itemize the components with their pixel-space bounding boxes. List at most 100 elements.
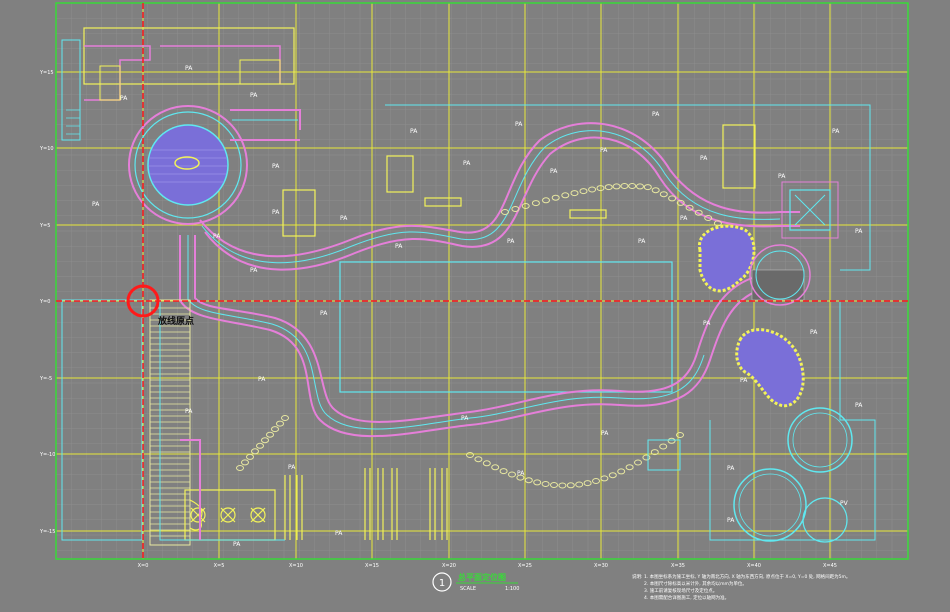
origin-label: 放线原点 [157,315,194,327]
benches-and-structures [282,124,756,540]
stepping-stone [516,474,525,481]
stepping-stone [533,479,542,486]
stepping-stone [625,464,634,471]
stepping-stone [281,415,289,421]
stepping-stone [551,194,560,201]
zone-label: PA [288,464,296,471]
stepping-stone [474,456,483,463]
zone-label: PA [700,155,708,162]
zone-label: PA [250,267,258,274]
scale-label: SCALE [460,586,476,592]
stepping-stone [521,203,530,209]
stepping-stone [596,185,605,192]
zone-label: PA [855,402,863,409]
x-axis-label: X=25 [518,563,532,569]
zone-label: PA [727,465,735,472]
minor-grid [55,2,908,559]
zone-label: PA [727,517,735,524]
circular-plaza [128,105,301,225]
stepping-stone [659,191,668,198]
stepping-stone [491,464,500,471]
stepping-stone [561,192,570,199]
stepping-stone [676,199,685,206]
stepping-stone [600,475,609,482]
x-axis-label: X=15 [365,563,379,569]
stepping-stone [524,477,533,484]
zone-label: PA [92,201,100,208]
zone-label: PA [320,310,328,317]
stepping-stone [650,449,659,456]
south-west-deck [61,299,285,546]
note-4: 4. 本图需配合详图施工, 定位以轴网为准。 [644,594,729,601]
stepping-stone [236,465,244,471]
south-benches [284,468,448,540]
drawing-notes: 说明: 1. 本图坐标系为施工坐标, Y 轴为南北方向, X 轴为东西方向, 原… [632,573,850,601]
zone-label: PA [638,238,646,245]
stepping-stone [685,204,694,211]
y-axis-label: Y=-10 [39,452,55,458]
north-west-building [61,27,295,141]
zone-label: PA [461,415,469,422]
stepping-stone [617,468,626,475]
stepping-stone [604,184,613,191]
stepping-stone [266,431,274,438]
x-axis-label: X=20 [442,563,456,569]
zone-labels: PA PA PA PA PA PA PA PA PA PA PA PA PA PA PA PA PA PA PA PA… [92,65,863,548]
stepping-stone [636,183,644,190]
east-ponds [698,224,811,408]
stepping-stone [251,448,259,455]
zone-label: PA [185,65,193,72]
stepping-stone [620,183,629,189]
stepping-stone [566,482,575,489]
stepping-stone [579,188,588,195]
stepping-stone [550,482,558,488]
zone-label: PA [517,470,525,477]
stepping-stone [508,471,516,478]
origin-marker[interactable]: 放线原点 [56,3,908,559]
stepping-stone [608,472,617,479]
x-axis-label: X=5 [214,563,225,569]
drawing-border [55,2,909,560]
detail-number-circle [432,572,452,592]
stepping-stone [612,183,621,190]
stepping-stones-south [236,415,684,489]
drawing-title: 总平面定位图 [458,572,506,582]
zone-label: PA [703,320,711,327]
y-axis-label: Y=5 [39,223,50,229]
stepping-stone [651,187,660,194]
zone-label: PA [507,238,515,245]
note-1: 说明: 1. 本图坐标系为施工坐标, Y 轴为南北方向, X 轴为东西方向, 原… [632,573,850,580]
stepping-stone [575,481,584,488]
stepping-stone [256,442,264,449]
zone-label: PA [120,95,128,102]
zone-label: PA [550,168,558,175]
stepping-stone [276,420,284,427]
y-axis-label: Y=0 [39,299,50,305]
stepping-stone [241,459,249,466]
zone-label: PA [740,377,748,384]
stepping-stone [482,460,491,467]
zone-label: PA [652,111,660,118]
zone-label: PA [250,92,258,99]
stepping-stone [588,186,597,193]
stepping-stone [541,481,550,487]
zone-label: PA [233,541,241,548]
zone-label: PA [463,160,471,167]
zone-label: PA [340,215,348,222]
zone-label: PA [810,329,818,336]
x-axis-label: X=10 [289,563,303,569]
zone-label: PA [272,163,280,170]
stepping-stone [668,195,677,202]
zone-label-alt: PV [840,500,849,507]
stepping-stone [583,480,592,487]
stepping-stone [466,452,474,458]
stepping-stone [704,215,713,221]
stepping-stone [628,183,637,189]
stepping-stone [531,200,540,207]
zone-label: PA [213,233,221,240]
x-axis-label: X=40 [747,563,761,569]
x-axis-label: X=0 [138,563,149,569]
stepping-stone [511,206,520,212]
